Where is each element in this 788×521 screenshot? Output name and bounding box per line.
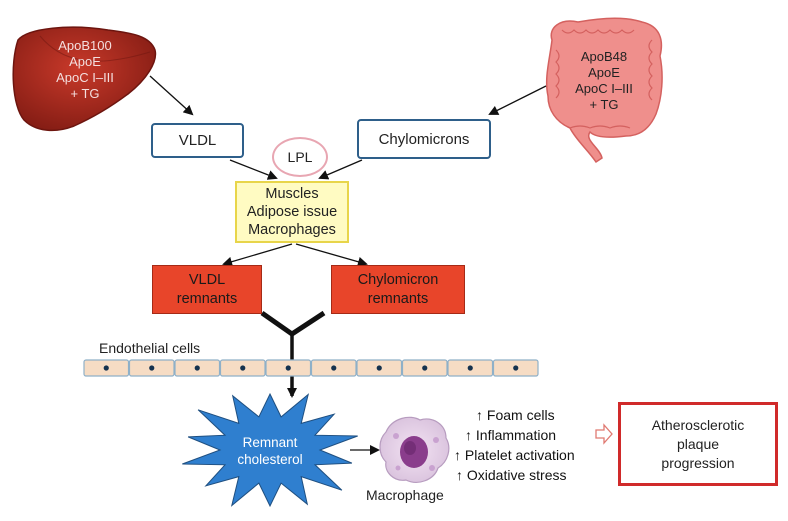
- tissues-line-2: Adipose issue: [246, 204, 338, 220]
- effect-foam-cells: ↑ Foam cells: [476, 407, 555, 423]
- intestine-line-4: + TG: [589, 97, 619, 112]
- remnant-chol-line-2: cholesterol: [237, 452, 303, 467]
- tissues-line-1: Muscles: [265, 186, 319, 202]
- remnant-cholesterol-star: [182, 392, 358, 508]
- remnant-chol-line-1: Remnant: [242, 435, 298, 450]
- tissues-box: Muscles Adipose issue Macrophages: [235, 181, 349, 243]
- intestine-line-1: ApoB48: [580, 49, 628, 64]
- liver-line-3: ApoC I–III: [56, 70, 114, 85]
- vldl-label: VLDL: [178, 132, 217, 149]
- macrophage-icon: [379, 416, 450, 483]
- effect-inflammation: ↑ Inflammation: [465, 427, 557, 443]
- endothelial-cell-nucleus: [103, 365, 109, 371]
- endothelial-cell-nucleus: [240, 365, 246, 371]
- arrow-liver-to-vldl: [149, 75, 194, 116]
- vldl-remnants-box: VLDL remnants: [152, 265, 262, 314]
- endothelial-cell-nucleus: [513, 365, 519, 371]
- liver-icon: [12, 26, 157, 132]
- atherosclerotic-outcome-box: Atherosclerotic plaque progression: [618, 402, 778, 486]
- intestine-icon: [545, 17, 663, 164]
- chylo-remnants-line-1: Chylomicron: [357, 271, 439, 288]
- remnant-cholesterol-text: Remnant cholesterol: [225, 434, 315, 468]
- tissues-line-3: Macrophages: [248, 222, 336, 238]
- vldl-remnants-line-1: VLDL: [188, 271, 226, 288]
- outcome-line-3: progression: [661, 454, 735, 471]
- macrophage-label: Macrophage: [366, 487, 444, 503]
- outcome-line-1: Atherosclerotic: [651, 416, 745, 433]
- arrow-vldl-to-tissues: [229, 159, 278, 180]
- hollow-arrow-to-outcome: [595, 423, 613, 445]
- endothelial-cell-nucleus: [194, 365, 200, 371]
- intestine-line-2: ApoE: [588, 65, 620, 80]
- vldl-box: VLDL: [151, 123, 244, 158]
- endothelial-cell-layer: [83, 359, 539, 377]
- chylomicrons-box: Chylomicrons: [357, 119, 491, 159]
- endothelial-cell-nucleus: [285, 365, 291, 371]
- liver-line-1: ApoB100: [58, 38, 112, 53]
- endothelial-cells-label: Endothelial cells: [99, 340, 201, 356]
- lpl-label: LPL: [287, 149, 313, 165]
- effect-platelet-activation: ↑ Platelet activation: [454, 447, 575, 463]
- endothelial-cell-nucleus: [467, 365, 473, 371]
- arrow-tissues-to-vldl-remnants: [222, 243, 293, 267]
- vldl-remnants-line-2: remnants: [176, 290, 238, 307]
- endothelial-cell-nucleus: [376, 365, 382, 371]
- chylomicron-remnants-box: Chylomicron remnants: [331, 265, 465, 314]
- liver-line-4: + TG: [70, 86, 100, 101]
- chylo-remnants-line-2: remnants: [367, 290, 429, 307]
- arrow-intestine-to-chylomicrons: [488, 85, 547, 115]
- effects-list: ↑ Foam cells ↑ Inflammation ↑ Platelet a…: [454, 405, 575, 485]
- liver-line-2: ApoE: [69, 54, 101, 69]
- intestine-apolipoproteins: ApoB48 ApoE ApoC I–III + TG: [556, 49, 652, 113]
- endothelial-cell-nucleus: [422, 365, 428, 371]
- arrow-tissues-to-chylo-remnants: [295, 243, 368, 267]
- lpl-oval: LPL: [272, 137, 328, 177]
- intestine-line-3: ApoC I–III: [575, 81, 633, 96]
- endothelial-cell-nucleus: [149, 365, 155, 371]
- effect-oxidative-stress: ↑ Oxidative stress: [456, 467, 567, 483]
- endothelial-cell-nucleus: [331, 365, 337, 371]
- outcome-line-2: plaque: [676, 435, 720, 452]
- liver-apolipoproteins: ApoB100 ApoE ApoC I–III + TG: [26, 38, 144, 102]
- arrow-chylomicrons-to-tissues: [318, 159, 363, 180]
- chylomicrons-label: Chylomicrons: [378, 130, 470, 148]
- remnants-merge-line: [260, 310, 326, 338]
